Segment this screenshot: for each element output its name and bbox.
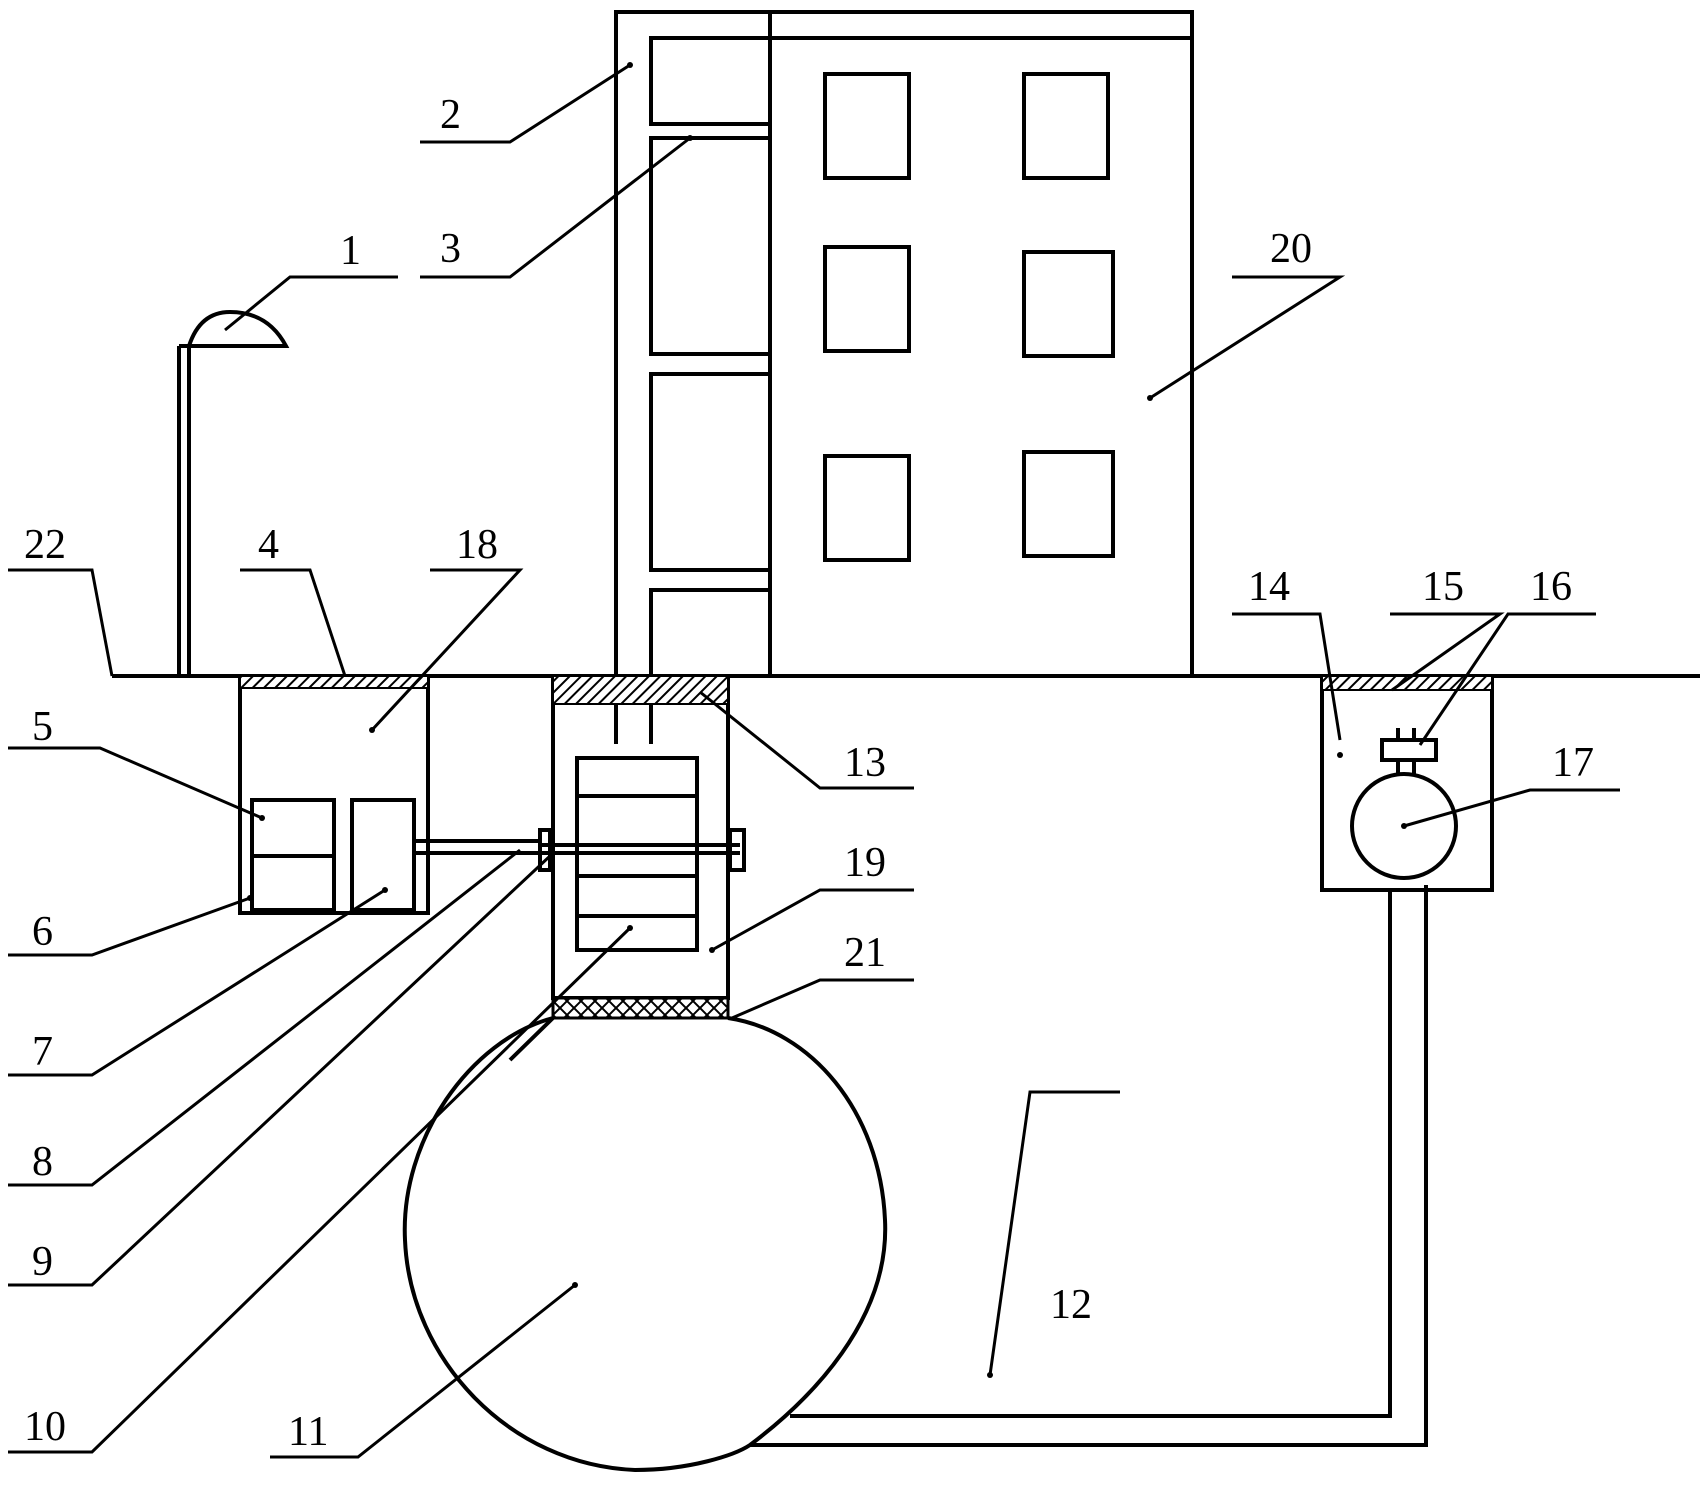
valve: [1380, 728, 1438, 774]
label-16: 16: [1530, 564, 1572, 610]
building: [614, 10, 1194, 678]
street-lamp: [177, 309, 290, 676]
label-5: 5: [32, 704, 53, 750]
leader-lines: [8, 63, 1620, 1459]
water-turbine: [538, 756, 746, 952]
label-6: 6: [32, 909, 53, 955]
pointer-dots: [247, 62, 1407, 1378]
label-10: 10: [24, 1404, 66, 1450]
label-12: 12: [1050, 1282, 1092, 1328]
label-13: 13: [844, 740, 886, 786]
part-labels: 1 2 3 20 22 4 18 5 6 7 8 9 10 11 12 13 1…: [24, 92, 1594, 1455]
floor-blocks: [649, 36, 1192, 678]
label-9: 9: [32, 1239, 53, 1285]
label-15: 15: [1422, 564, 1464, 610]
label-11: 11: [288, 1409, 328, 1455]
label-2: 2: [440, 92, 461, 138]
label-19: 19: [844, 840, 886, 886]
generator-box: [350, 798, 416, 912]
label-7: 7: [32, 1029, 53, 1075]
label-21: 21: [844, 930, 886, 976]
label-3: 3: [440, 226, 461, 272]
water-tank: [402, 1016, 888, 1473]
label-20: 20: [1270, 226, 1312, 272]
label-22: 22: [24, 522, 66, 568]
label-18: 18: [456, 522, 498, 568]
pump-chamber: [1320, 674, 1494, 892]
label-4: 4: [258, 522, 279, 568]
water-pipe: [750, 885, 1428, 1447]
pump: [1350, 772, 1458, 880]
filter-screen: [551, 996, 730, 1020]
label-8: 8: [32, 1139, 53, 1185]
label-17: 17: [1552, 740, 1594, 786]
label-1: 1: [340, 228, 361, 274]
label-14: 14: [1248, 564, 1290, 610]
